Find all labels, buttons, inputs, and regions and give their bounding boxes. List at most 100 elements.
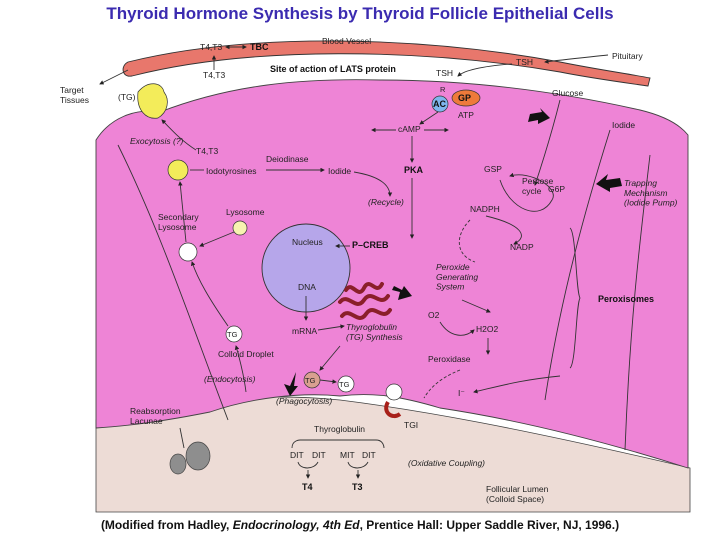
deiodinase-label: Deiodinase bbox=[266, 154, 309, 164]
iodide-entry-arrow bbox=[528, 108, 550, 124]
glucose-label: Glucose bbox=[552, 88, 583, 98]
ac-enzyme bbox=[431, 95, 449, 113]
coupling-right bbox=[347, 461, 369, 469]
nadph-dashed-link bbox=[458, 219, 476, 263]
colloid-droplet-label: Colloid Droplet bbox=[218, 349, 274, 359]
ac-label: AC bbox=[433, 99, 446, 109]
source-caption: (Modified from Hadley, Endocrinology, 4t… bbox=[0, 518, 720, 532]
gsp-label: GSP bbox=[484, 164, 502, 174]
t4t3-cell-label: T4,T3 bbox=[196, 146, 218, 156]
secondary-lysosome bbox=[178, 242, 198, 262]
atp-label: ATP bbox=[458, 110, 474, 120]
endoplasmic-reticulum bbox=[338, 282, 392, 320]
tg-colloid-droplet bbox=[225, 325, 243, 343]
diagram-title: Thyroid Hormone Synthesis by Thyroid Fol… bbox=[106, 4, 614, 23]
coupling-left bbox=[297, 461, 319, 469]
cell-boundary-left bbox=[117, 144, 229, 421]
iodotyrosines-label: Iodotyrosines bbox=[206, 166, 257, 176]
lysosome bbox=[232, 220, 248, 236]
iodide-to-lumen-arrow bbox=[473, 375, 561, 394]
epithelial-cells bbox=[95, 79, 689, 469]
nadph-to-nadp bbox=[485, 215, 522, 245]
thyroglobulin-label: Thyroglobulin bbox=[314, 424, 365, 434]
g6p-label: G6P bbox=[548, 184, 565, 194]
nadph-label: NADPH bbox=[470, 204, 500, 214]
peroxidase-label: Peroxidase bbox=[428, 354, 471, 364]
follicular-lumen-label: Follicular Lumen(Colloid Space) bbox=[486, 484, 549, 504]
recycle-label: (Recycle) bbox=[368, 197, 404, 207]
exocytosis-vesicle bbox=[385, 383, 403, 401]
vessel-to-target-arrow bbox=[99, 69, 129, 85]
tgi-label: TGI bbox=[404, 420, 418, 430]
secondary-to-vesicle bbox=[178, 181, 187, 243]
peroxisomes-label: Peroxisomes bbox=[598, 294, 654, 304]
reabsorption-lacunae bbox=[169, 441, 211, 475]
phagocytosis-label: (Phagocytosis) bbox=[276, 396, 332, 406]
dit-2-label: DIT bbox=[312, 450, 326, 460]
vesicle-to-vesicle bbox=[319, 379, 337, 384]
nucleus-label: Nucleus bbox=[292, 237, 323, 247]
blood-vessel-label: Blood Vessel bbox=[322, 36, 371, 46]
nadp-label: NADP bbox=[510, 242, 534, 252]
peroxidase-to-iodide bbox=[423, 369, 461, 399]
iodide-mid-label: Iodide bbox=[328, 166, 351, 176]
mrna-label: mRNA bbox=[292, 326, 317, 336]
lysosome-label: Lysosome bbox=[226, 207, 265, 217]
h2o2-label: H2O2 bbox=[476, 324, 498, 334]
tg-vesicle-1-label: TG bbox=[305, 376, 316, 385]
droplet-to-secondary bbox=[191, 261, 229, 327]
lats-label: Site of action of LATS protein bbox=[270, 64, 396, 74]
mit-label: MIT bbox=[340, 450, 355, 460]
t4t3-release-label: T4,T3 bbox=[203, 70, 225, 80]
blood-vessel bbox=[122, 40, 651, 87]
iodide-recycle-arrow bbox=[353, 171, 393, 197]
tgi-red-hook bbox=[384, 400, 402, 419]
endocytosis-label: (Endocytosis) bbox=[204, 374, 256, 384]
receptor-label: R bbox=[440, 85, 446, 94]
tsh-top-label: TSH bbox=[516, 57, 533, 67]
o2-to-h2o2 bbox=[439, 321, 475, 336]
endocytosis-big-arrow bbox=[284, 372, 298, 396]
vesicle-iodotyrosine bbox=[167, 159, 189, 181]
gp-label: GP bbox=[458, 93, 471, 103]
dna-label: DNA bbox=[298, 282, 316, 292]
er-arrow bbox=[392, 286, 412, 300]
t3-label: T3 bbox=[352, 482, 363, 492]
glucose-to-g6p bbox=[534, 99, 561, 186]
ac-to-camp bbox=[419, 111, 439, 125]
lacunae-pointer bbox=[179, 427, 185, 449]
o2-label: O2 bbox=[428, 310, 440, 320]
pentose-cycle-loop bbox=[499, 172, 554, 212]
caption-book: Endocrinology, 4th Ed bbox=[232, 518, 360, 532]
dit-1-label: DIT bbox=[290, 450, 304, 460]
pka-label: PKA bbox=[404, 165, 424, 175]
pituitary-arrow bbox=[544, 54, 609, 64]
iodide-input-label: Iodide bbox=[612, 120, 635, 130]
tsh-to-receptor-arrow bbox=[457, 63, 513, 77]
iodide-minus-label: I⁻ bbox=[458, 388, 465, 398]
camp-label: cAMP bbox=[398, 124, 421, 134]
oxidative-coupling-label: (Oxidative Coupling) bbox=[408, 458, 485, 468]
synthesis-to-vesicle bbox=[319, 345, 341, 371]
t4t3-vessel-label: T4,T3 bbox=[200, 42, 222, 52]
exocytosis-label: Exocytosis (?) bbox=[130, 136, 184, 146]
endocytosis-arrow bbox=[234, 345, 247, 393]
tg-vesicle-2-label: TG bbox=[339, 380, 350, 389]
t4t3-to-exocytosis bbox=[161, 119, 197, 151]
lysosome-arrow bbox=[199, 231, 235, 247]
trapping-arrow bbox=[596, 174, 622, 192]
tg-top-label: (TG) bbox=[118, 92, 136, 102]
cell-boundary-far-right bbox=[624, 154, 651, 451]
tsh-receptor-label: TSH bbox=[436, 68, 453, 78]
tg-droplet-label: TG bbox=[227, 330, 238, 339]
t4-label: T4 bbox=[302, 482, 313, 492]
pituitary-label: Pituitary bbox=[612, 51, 643, 61]
thyroglobulin-bracket bbox=[291, 439, 385, 449]
